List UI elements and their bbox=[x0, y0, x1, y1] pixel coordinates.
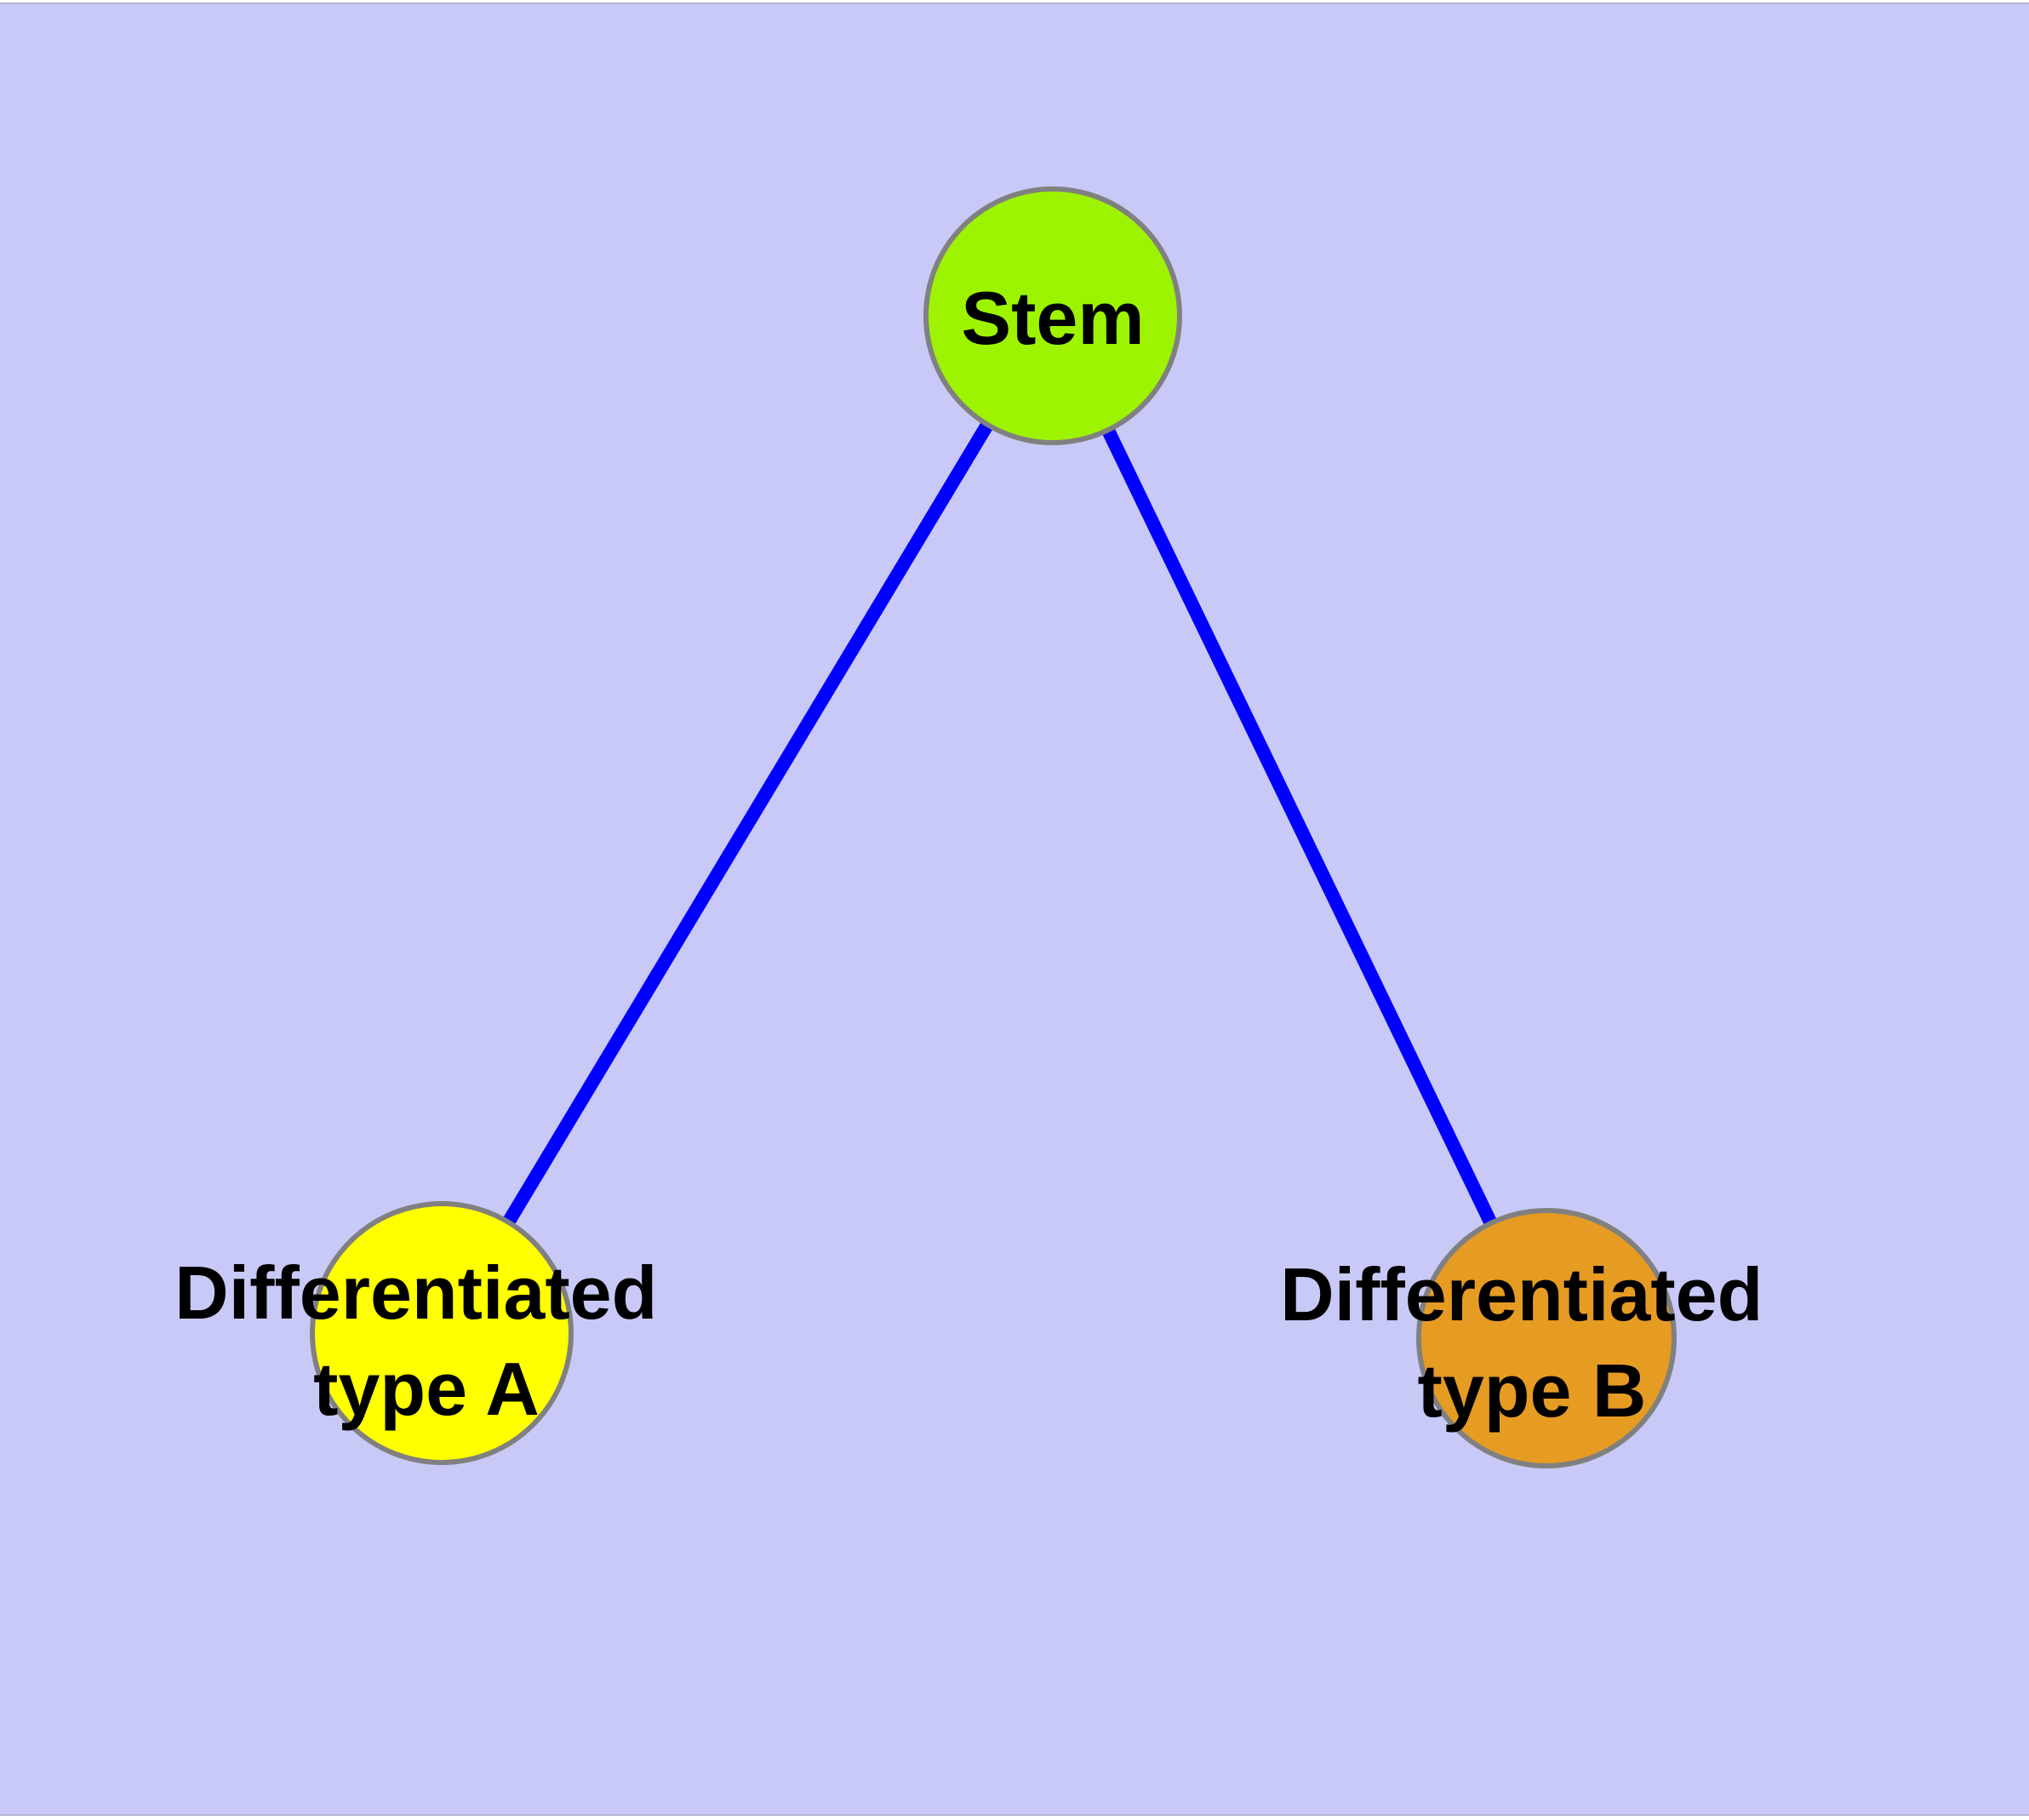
top-margin-strip bbox=[0, 0, 2029, 3]
edge-stem-to-type-a bbox=[436, 312, 1059, 1337]
node-type-b-label-line2: type B bbox=[1418, 1348, 1647, 1433]
node-type-b-label: Differentiated type B bbox=[1280, 1252, 1784, 1433]
node-type-a-label-line1: Differentiated bbox=[174, 1251, 657, 1335]
top-margin-hairline bbox=[0, 3, 2029, 4]
node-type-b-label-line1: Differentiated bbox=[1280, 1252, 1763, 1336]
node-stem bbox=[923, 186, 1182, 445]
node-differentiated-type-a bbox=[310, 1201, 574, 1465]
node-differentiated-type-b bbox=[1416, 1208, 1677, 1468]
node-type-a-label-line2: type A bbox=[313, 1347, 540, 1431]
bottom-margin-hairline bbox=[0, 1814, 2029, 1816]
node-type-a-label: Differentiated type A bbox=[174, 1251, 678, 1431]
node-stem-label: Stem bbox=[961, 276, 1144, 360]
bottom-margin-strip bbox=[0, 1816, 2029, 1820]
edge-stem-to-type-b bbox=[1046, 312, 1553, 1342]
